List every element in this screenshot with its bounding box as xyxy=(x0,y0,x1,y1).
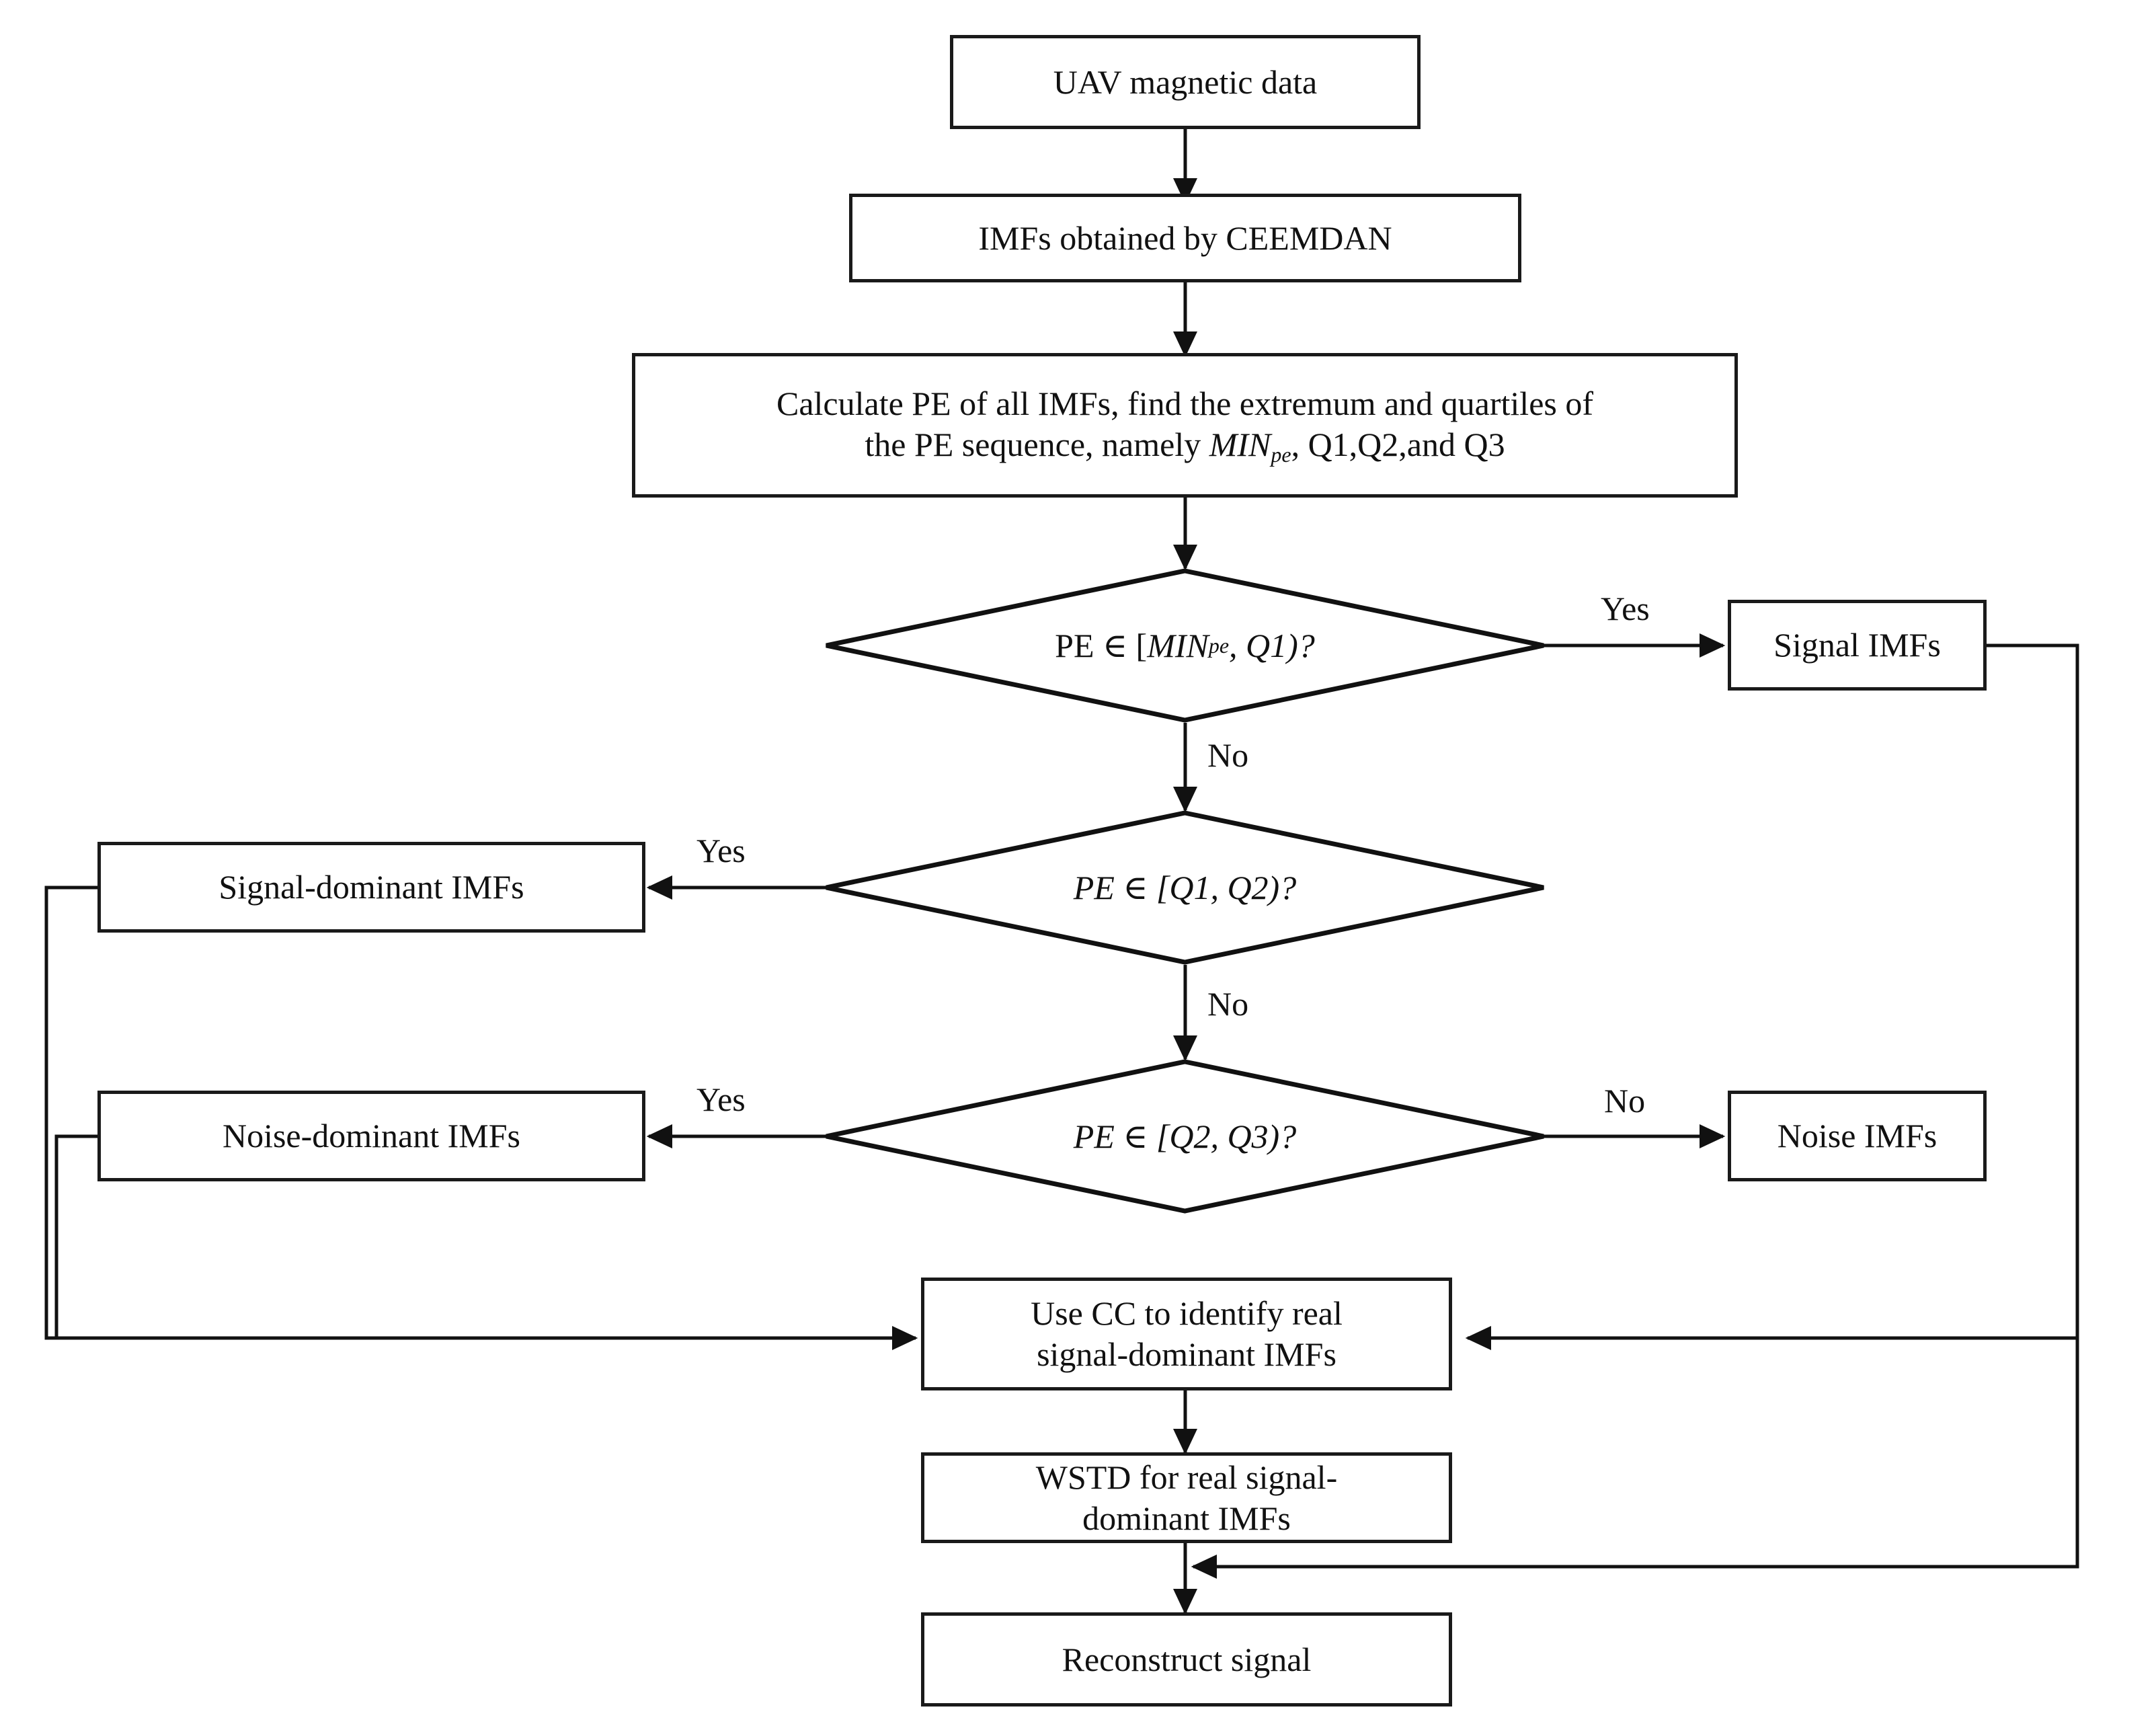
calculate-pe-min-subscript: pe xyxy=(1271,442,1291,467)
decision1-min-symbol: MIN xyxy=(1147,627,1209,664)
calculate-pe-line-1: Calculate PE of all IMFs, find the extre… xyxy=(776,384,1593,422)
node-signal-dominant-imfs-label: Signal-dominant IMFs xyxy=(218,868,524,906)
edge-label-d2-yes: Yes xyxy=(692,834,750,867)
node-wstd-label: WSTD for real signal- dominant IMFs xyxy=(936,1457,1437,1539)
calculate-pe-line-2-prefix: the PE sequence, namely xyxy=(865,425,1209,463)
node-calculate-pe[interactable]: Calculate PE of all IMFs, find the extre… xyxy=(632,353,1738,498)
decision-pe-in-q1-q2-shape xyxy=(826,810,1544,965)
node-reconstruct-signal-label: Reconstruct signal xyxy=(1062,1640,1312,1678)
node-noise-imfs[interactable]: Noise IMFs xyxy=(1728,1091,1987,1181)
decision-pe-in-q1-q2[interactable]: PE ∈ [Q1, Q2)? xyxy=(824,810,1546,965)
use-cc-line-1: Use CC to identify real xyxy=(1031,1294,1343,1332)
edge-label-d2-no: No xyxy=(1203,987,1253,1021)
decision1-suffix: , Q1)? xyxy=(1229,627,1315,664)
decision1-min-subscript: pe xyxy=(1208,633,1230,658)
decision-pe-in-q2-q3-shape xyxy=(826,1059,1544,1214)
calculate-pe-line-2-suffix: , Q1,Q2,and Q3 xyxy=(1291,425,1505,463)
edge-label-d1-no: No xyxy=(1203,738,1253,772)
decision-pe-in-q2-q3-label: PE ∈ [Q2, Q3)? xyxy=(1073,1117,1297,1155)
edge-noisedominant-to-usecc xyxy=(54,1134,916,1340)
edge-label-d3-yes: Yes xyxy=(692,1083,750,1116)
node-noise-imfs-label: Noise IMFs xyxy=(1777,1117,1938,1154)
node-use-cc-label: Use CC to identify real signal-dominant … xyxy=(936,1293,1437,1375)
node-imfs-obtained-by-ceemdan[interactable]: IMFs obtained by CEEMDAN xyxy=(849,194,1521,282)
node-noise-dominant-imfs-label: Noise-dominant IMFs xyxy=(222,1117,521,1154)
node-calculate-pe-label: Calculate PE of all IMFs, find the extre… xyxy=(647,383,1722,468)
node-uav-magnetic-data[interactable]: UAV magnetic data xyxy=(950,35,1421,129)
edge-label-d1-yes: Yes xyxy=(1597,592,1654,625)
use-cc-line-2: signal-dominant IMFs xyxy=(1037,1335,1336,1373)
node-use-cc-identify-real-signal-dominant-imfs[interactable]: Use CC to identify real signal-dominant … xyxy=(921,1278,1452,1390)
edge-label-d3-no: No xyxy=(1600,1084,1650,1117)
node-noise-dominant-imfs[interactable]: Noise-dominant IMFs xyxy=(97,1091,645,1181)
wstd-line-2: dominant IMFs xyxy=(1082,1499,1291,1537)
decision-pe-in-q1-q2-label: PE ∈ [Q1, Q2)? xyxy=(1073,869,1297,906)
decision1-prefix: PE ∈ [ xyxy=(1055,627,1148,664)
node-signal-dominant-imfs[interactable]: Signal-dominant IMFs xyxy=(97,842,645,933)
node-signal-imfs[interactable]: Signal IMFs xyxy=(1728,600,1987,691)
wstd-line-1: WSTD for real signal- xyxy=(1035,1458,1338,1496)
node-uav-magnetic-data-label: UAV magnetic data xyxy=(1053,63,1318,101)
edge-signalimfs-right-bus xyxy=(1203,643,2079,1569)
calculate-pe-min-symbol: MIN xyxy=(1209,425,1271,463)
decision-pe-in-min-q1-shape xyxy=(826,568,1544,723)
node-signal-imfs-label: Signal IMFs xyxy=(1773,626,1941,664)
node-wstd-real-signal-dominant-imfs[interactable]: WSTD for real signal- dominant IMFs xyxy=(921,1452,1452,1543)
node-imfs-obtained-by-ceemdan-label: IMFs obtained by CEEMDAN xyxy=(978,219,1392,257)
node-reconstruct-signal[interactable]: Reconstruct signal xyxy=(921,1612,1452,1707)
decision-pe-in-q2-q3[interactable]: PE ∈ [Q2, Q3)? xyxy=(824,1059,1546,1214)
